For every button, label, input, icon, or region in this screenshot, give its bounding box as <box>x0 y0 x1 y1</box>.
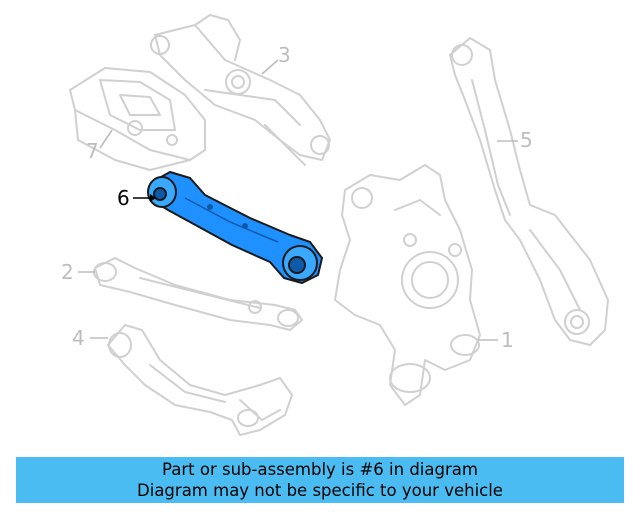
callout-6: 6 <box>117 186 130 210</box>
part-6-bushing-left-core <box>153 187 167 201</box>
callout-7: 7 <box>86 139 99 163</box>
part-6-toe-link[interactable] <box>147 171 323 284</box>
caption-line-1: Part or sub-assembly is #6 in diagram <box>162 460 478 479</box>
part-3-upper-arm[interactable] <box>150 14 331 166</box>
callout-5: 5 <box>520 128 533 152</box>
part-2-lower-link[interactable] <box>93 257 303 331</box>
caption-banner: Part or sub-assembly is #6 in diagram Di… <box>16 457 624 503</box>
callout-3: 3 <box>278 43 291 67</box>
leader-lines <box>78 59 518 341</box>
part-4-lower-arm[interactable] <box>107 324 293 436</box>
callout-1: 1 <box>501 328 514 352</box>
leader-3 <box>261 59 279 75</box>
caption-line-2: Diagram may not be specific to your vehi… <box>137 481 503 500</box>
part-6-body <box>151 171 323 284</box>
parts-diagram: 3 7 5 2 4 1 6 <box>61 14 609 436</box>
part-1-knuckle[interactable] <box>334 164 481 406</box>
part-6-bushing-right-core <box>288 256 306 274</box>
part-6-hole <box>207 204 213 210</box>
part-7-bracket[interactable] <box>69 67 206 171</box>
part-5-trailing-arm[interactable] <box>449 37 609 346</box>
callout-2: 2 <box>61 260 74 284</box>
part-6-hole <box>242 223 248 229</box>
part-6-ridge <box>184 197 279 243</box>
leader-6-arrow <box>150 194 156 202</box>
callout-4: 4 <box>72 326 85 350</box>
leader-7 <box>99 129 113 149</box>
